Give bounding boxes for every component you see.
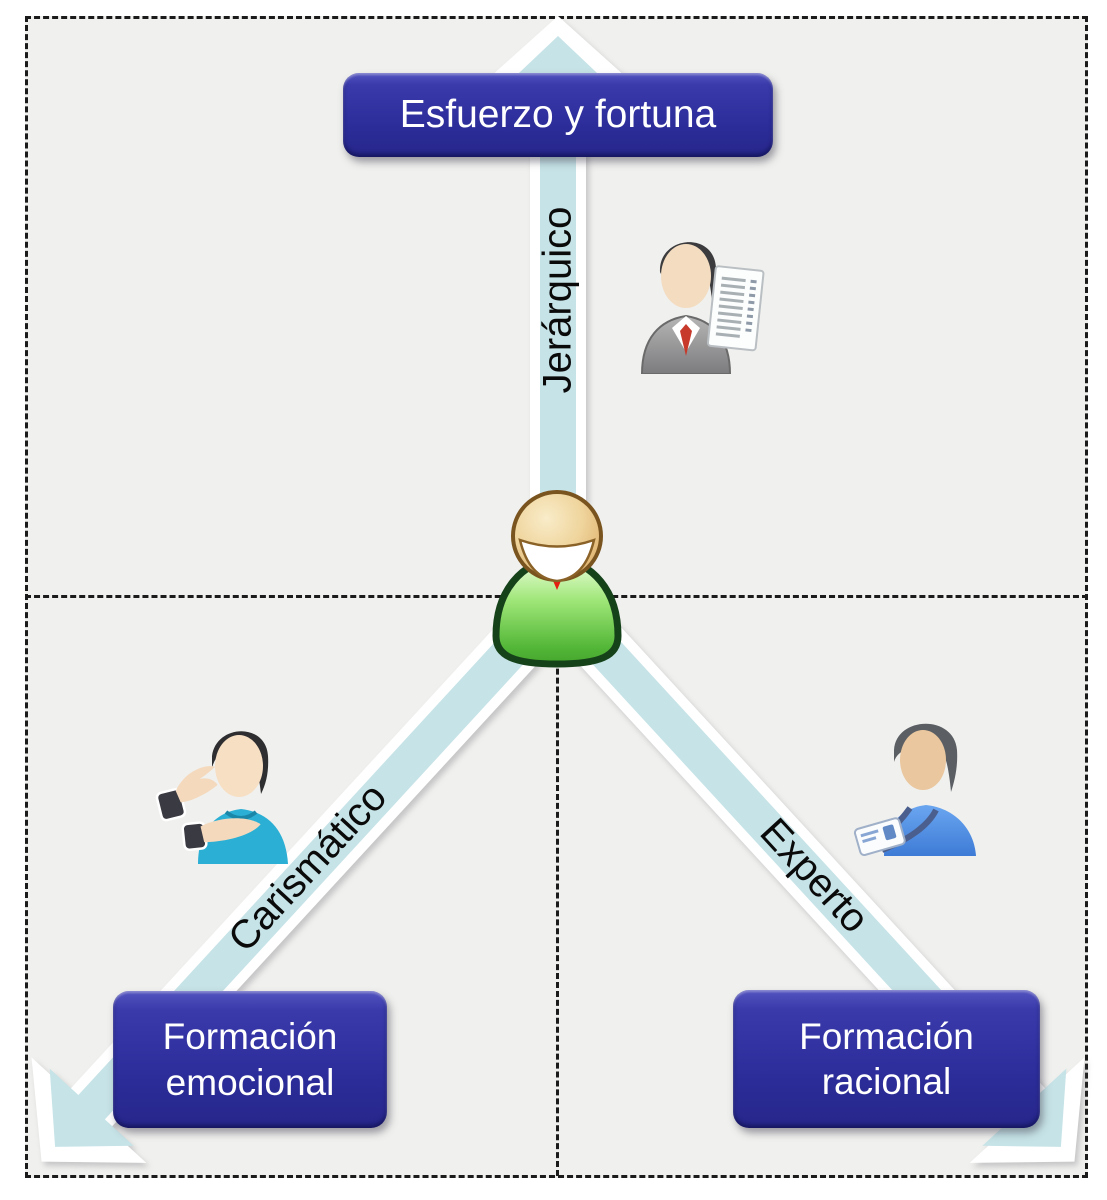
businessman-head — [661, 244, 711, 308]
speaker-head — [215, 735, 263, 797]
box-esfuerzo-y-fortuna: Esfuerzo y fortuna — [343, 73, 773, 157]
box-formacion-racional: Formación racional — [733, 990, 1040, 1128]
expert-id-badge — [853, 817, 906, 856]
axis-label-jerarquico: Jerárquico — [535, 206, 580, 394]
box-esfuerzo-y-fortuna-label: Esfuerzo y fortuna — [399, 93, 717, 136]
smiling-leader-icon — [492, 490, 622, 668]
speaker-hand-lower — [181, 818, 261, 852]
checklist-document — [706, 265, 765, 352]
expert-shirt — [884, 805, 976, 856]
box-formacion-emocional: Formación emocional — [113, 991, 387, 1128]
expert-head — [900, 730, 946, 790]
businessman-with-checklist-icon — [640, 242, 765, 374]
box-formacion-racional-label: Formación racional — [799, 1015, 974, 1102]
charismatic-speaker-icon — [155, 731, 288, 864]
leader-body — [492, 554, 622, 668]
expert-with-badge-icon — [853, 723, 976, 856]
leader-smile — [518, 538, 596, 583]
businessman-tie — [680, 324, 692, 356]
arrow-up-jerarquico — [480, 16, 636, 612]
vertical-divider-dashed — [556, 597, 559, 1176]
speaker-hand-upper — [155, 766, 218, 822]
box-formacion-emocional-label: Formación emocional — [162, 1016, 338, 1103]
speaker-collar — [224, 810, 258, 820]
